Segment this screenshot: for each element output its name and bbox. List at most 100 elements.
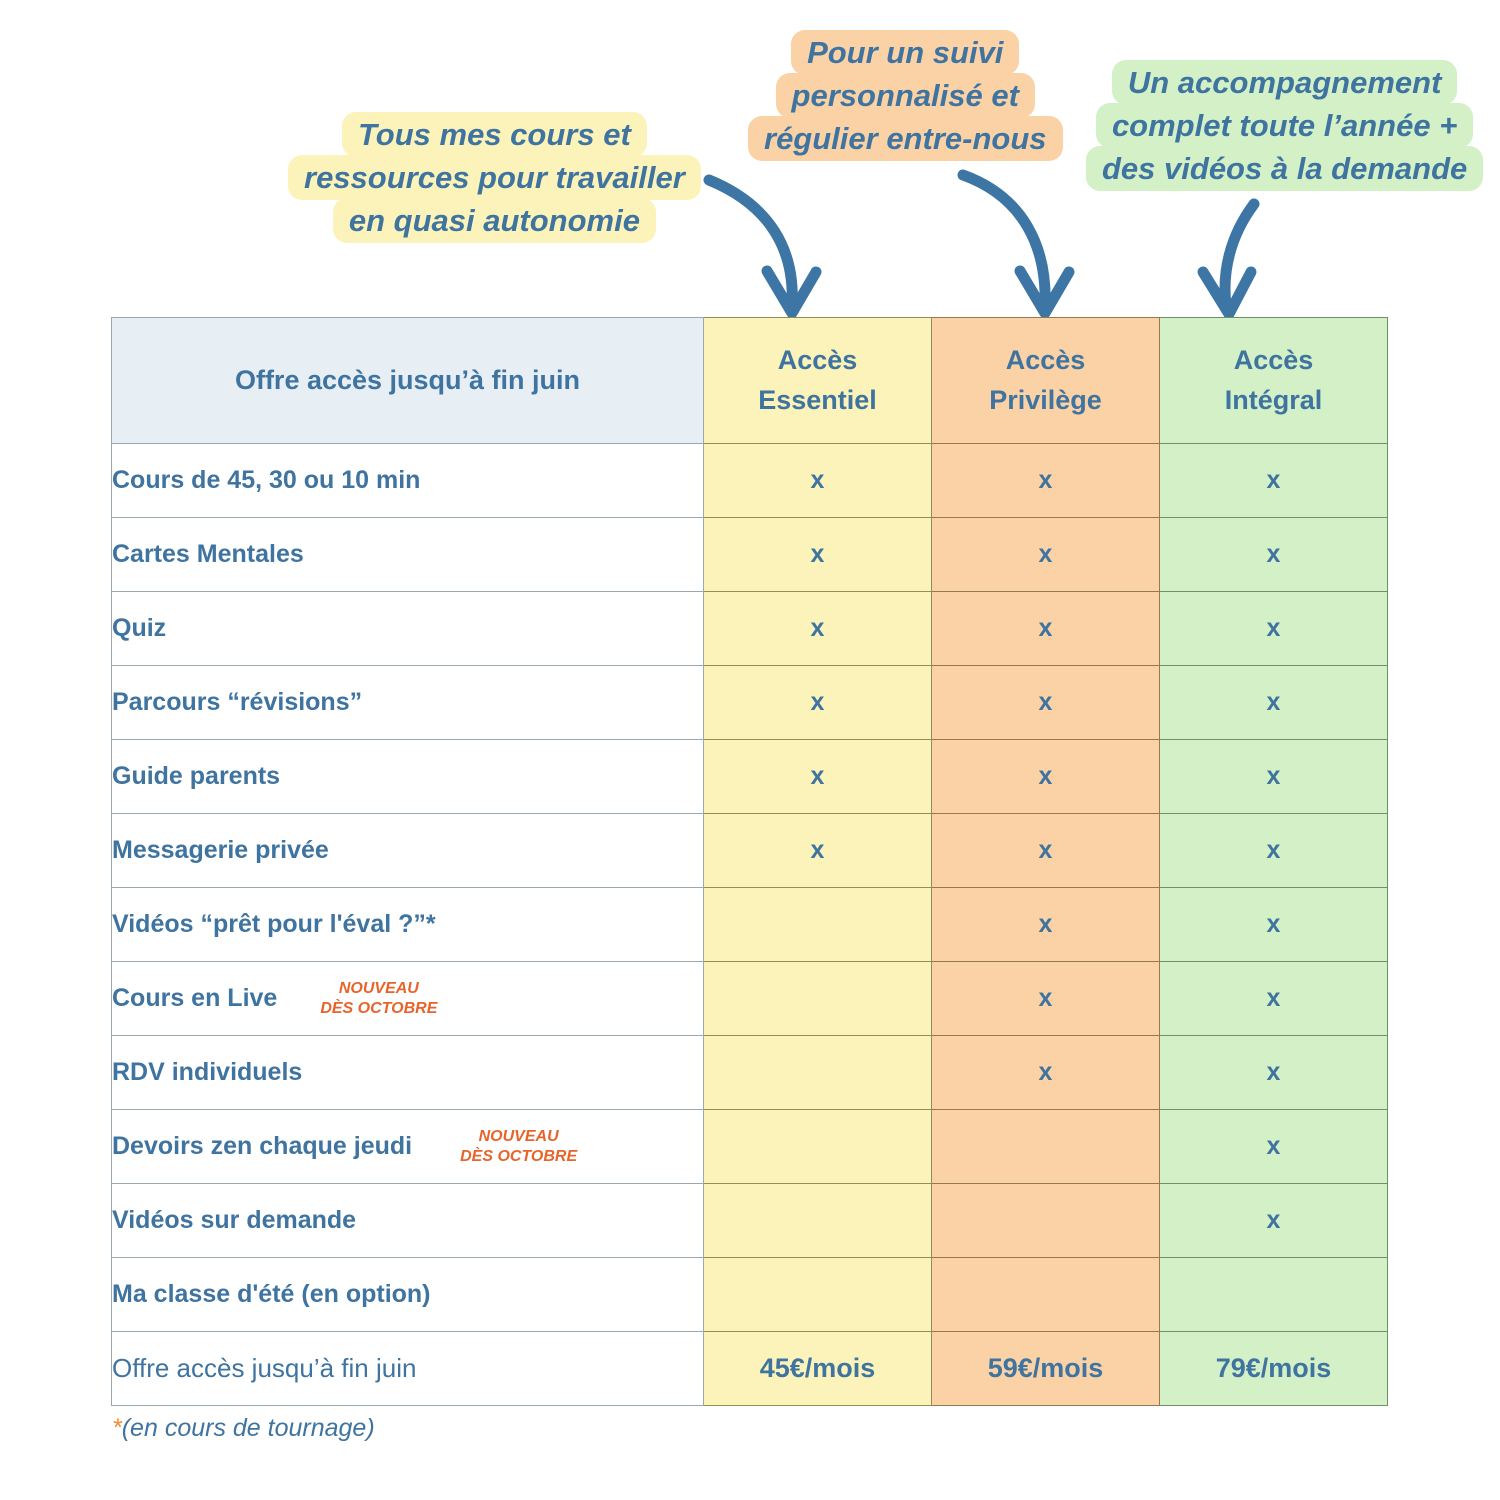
mark-cell [703, 887, 932, 962]
mark-cell: x [931, 443, 1160, 518]
header-plan-integral-line2: Intégral [1224, 384, 1323, 415]
feature-label: Quiz [112, 614, 167, 642]
mark-cell [931, 1109, 1160, 1184]
mark-cell: x [1159, 517, 1388, 592]
callout-essentiel-line-3: en quasi autonomie [332, 198, 656, 243]
offers-comparison-table: Offre accès jusqu’à fin juin Accès Essen… [111, 317, 1388, 1406]
header-plan-privilege[interactable]: Accès Privilège [931, 317, 1160, 444]
header-plan-integral[interactable]: Accès Intégral [1159, 317, 1388, 444]
feature-cell: Cartes Mentales [111, 517, 704, 592]
mark-cell [931, 1257, 1160, 1332]
mark-cell: x [1159, 813, 1388, 888]
mark-cell [703, 1035, 932, 1110]
feature-cell: Parcours “révisions” [111, 665, 704, 740]
mark-cell: x [703, 739, 932, 814]
callout-privilege-line-2: personnalisé et [775, 73, 1035, 118]
feature-label: Cours en Live [112, 984, 278, 1012]
header-plan-essentiel-line1: Accès [777, 345, 858, 376]
feature-label: Devoirs zen chaque jeudi [112, 1132, 413, 1160]
callout-essentiel-line-1: Tous mes cours et [342, 112, 647, 157]
feature-cell: Cours de 45, 30 ou 10 min [111, 443, 704, 518]
feature-label: Cours de 45, 30 ou 10 min [112, 466, 421, 494]
feature-cell: Quiz [111, 591, 704, 666]
mark-cell [703, 1183, 932, 1258]
callout-privilege: Pour un suivi personnalisé et régulier e… [748, 30, 1063, 161]
feature-cell: Ma classe d'été (en option) [111, 1257, 704, 1332]
callout-essentiel-line-2: ressources pour travailler [288, 155, 701, 200]
mark-cell [1159, 1257, 1388, 1332]
mark-cell: x [931, 1035, 1160, 1110]
mark-cell [703, 961, 932, 1036]
feature-cell: Messagerie privée [111, 813, 704, 888]
arrow-to-essentiel-icon [703, 174, 822, 319]
mark-cell: x [1159, 887, 1388, 962]
new-badge-line2: DÈS OCTOBRE [320, 999, 438, 1017]
price-row-label: Offre accès jusqu’à fin juin [111, 1331, 704, 1406]
callout-integral: Un accompagnement complet toute l’année … [1086, 60, 1484, 191]
mark-cell: x [931, 591, 1160, 666]
header-plan-essentiel-line2: Essentiel [758, 384, 877, 415]
header-plan-integral-line1: Accès [1233, 345, 1314, 376]
price-value: 45€/mois [703, 1331, 932, 1406]
mark-cell: x [1159, 1035, 1388, 1110]
feature-label: Messagerie privée [112, 836, 329, 864]
feature-cell: Vidéos “prêt pour l'éval ?”* [111, 887, 704, 962]
callout-integral-line-2: complet toute l’année + [1095, 103, 1474, 148]
mark-cell: x [1159, 1183, 1388, 1258]
mark-cell: x [1159, 665, 1388, 740]
feature-cell: RDV individuels [111, 1035, 704, 1110]
price-value: 79€/mois [1159, 1331, 1388, 1406]
mark-cell: x [1159, 591, 1388, 666]
table-row: Ma classe d'été (en option) [111, 1257, 1388, 1332]
table-header-row: Offre accès jusqu’à fin juin Accès Essen… [111, 317, 1388, 444]
mark-cell [703, 1109, 932, 1184]
price-value: 59€/mois [931, 1331, 1160, 1406]
callout-privilege-line-1: Pour un suivi [791, 30, 1020, 75]
callout-integral-line-3: des vidéos à la demande [1086, 146, 1484, 191]
header-plan-privilege-line1: Accès [1005, 345, 1086, 376]
header-offer-label: Offre accès jusqu’à fin juin [111, 317, 704, 444]
mark-cell [703, 1257, 932, 1332]
footnote: *(en cours de tournage) [112, 1414, 375, 1443]
feature-cell: Guide parents [111, 739, 704, 814]
mark-cell: x [703, 813, 932, 888]
arrow-to-integral-icon [1197, 198, 1260, 320]
feature-label: Parcours “révisions” [112, 688, 363, 716]
feature-label: Ma classe d'été (en option) [112, 1280, 431, 1308]
mark-cell: x [1159, 1109, 1388, 1184]
feature-label: Vidéos sur demande [112, 1206, 357, 1234]
callout-privilege-line-3: régulier entre-nous [748, 116, 1063, 161]
header-plan-essentiel[interactable]: Accès Essentiel [703, 317, 932, 444]
mark-cell: x [1159, 443, 1388, 518]
mark-cell [931, 1183, 1160, 1258]
arrow-to-privilege-icon [957, 169, 1075, 319]
mark-cell: x [703, 665, 932, 740]
callout-integral-line-1: Un accompagnement [1111, 60, 1458, 105]
mark-cell: x [1159, 739, 1388, 814]
footnote-text: (en cours de tournage) [121, 1414, 375, 1442]
feature-label: Vidéos “prêt pour l'éval ?”* [112, 910, 436, 938]
mark-cell: x [1159, 961, 1388, 1036]
mark-cell: x [931, 739, 1160, 814]
callout-essentiel: Tous mes cours et ressources pour travai… [288, 112, 701, 243]
new-badge-line1: NOUVEAU [478, 1127, 559, 1145]
mark-cell: x [931, 887, 1160, 962]
feature-label: RDV individuels [112, 1058, 303, 1086]
mark-cell: x [703, 591, 932, 666]
